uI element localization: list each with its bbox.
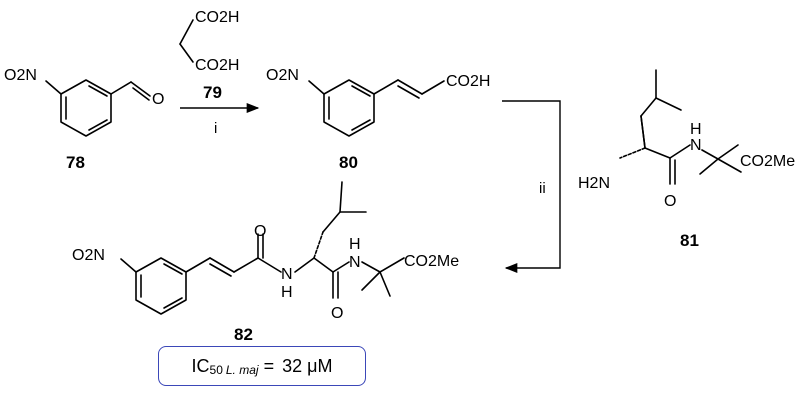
c82-ester: CO2Me	[404, 253, 459, 270]
ic50-value: 32	[282, 355, 303, 376]
c81-amide-n: N	[690, 137, 702, 154]
step-ii-label: ii	[539, 180, 546, 197]
c82-label: 82	[234, 325, 253, 344]
c80-label: 80	[339, 153, 358, 172]
compound-79: CO2H CO2H 79	[179, 9, 239, 102]
c81-amine: H2N	[578, 175, 610, 192]
compound-82: O2N O N H O N H CO2Me 82	[72, 181, 459, 344]
c80-acid-group: CO2H	[446, 73, 490, 90]
c81-carbonyl-o: O	[664, 193, 676, 210]
c82-amide-n1: N	[281, 266, 293, 283]
c82-carbonyl-o2: O	[331, 305, 343, 322]
c79-top-acid: CO2H	[195, 9, 239, 26]
c79-label: 79	[203, 83, 222, 102]
c82-nitro-group: O2N	[72, 247, 105, 264]
step-i-label: i	[214, 120, 217, 137]
c81-label: 81	[680, 231, 699, 250]
ic50-unit: μM	[307, 355, 333, 376]
c81-ester: CO2Me	[740, 153, 795, 170]
c78-aldehyde-o: O	[152, 91, 164, 108]
c82-carbonyl-o1: O	[254, 223, 266, 240]
c81-amide-h: H	[690, 121, 702, 138]
ic50-eq: =	[263, 355, 275, 376]
compound-81: H2N N H O CO2Me 81	[578, 69, 795, 250]
c78-label: 78	[66, 153, 85, 172]
c80-nitro-group: O2N	[266, 67, 299, 84]
compound-78: O2N O 78	[4, 67, 164, 172]
c82-amide-n2: N	[349, 254, 361, 271]
arrow-step-ii	[502, 100, 561, 274]
c82-amide-h2: H	[349, 236, 361, 253]
ic50-prefix: IC	[191, 355, 210, 376]
c78-nitro-group: O2N	[4, 67, 37, 84]
c82-amide-h1: H	[281, 284, 293, 301]
compound-80: O2N CO2H 80	[266, 67, 490, 172]
c79-bottom-acid: CO2H	[195, 57, 239, 74]
ic50-organism: L. maj	[225, 363, 259, 377]
ic50-sub: 50	[209, 363, 223, 377]
ic50-box: IC 50 L. maj = 32 μM	[158, 346, 366, 386]
